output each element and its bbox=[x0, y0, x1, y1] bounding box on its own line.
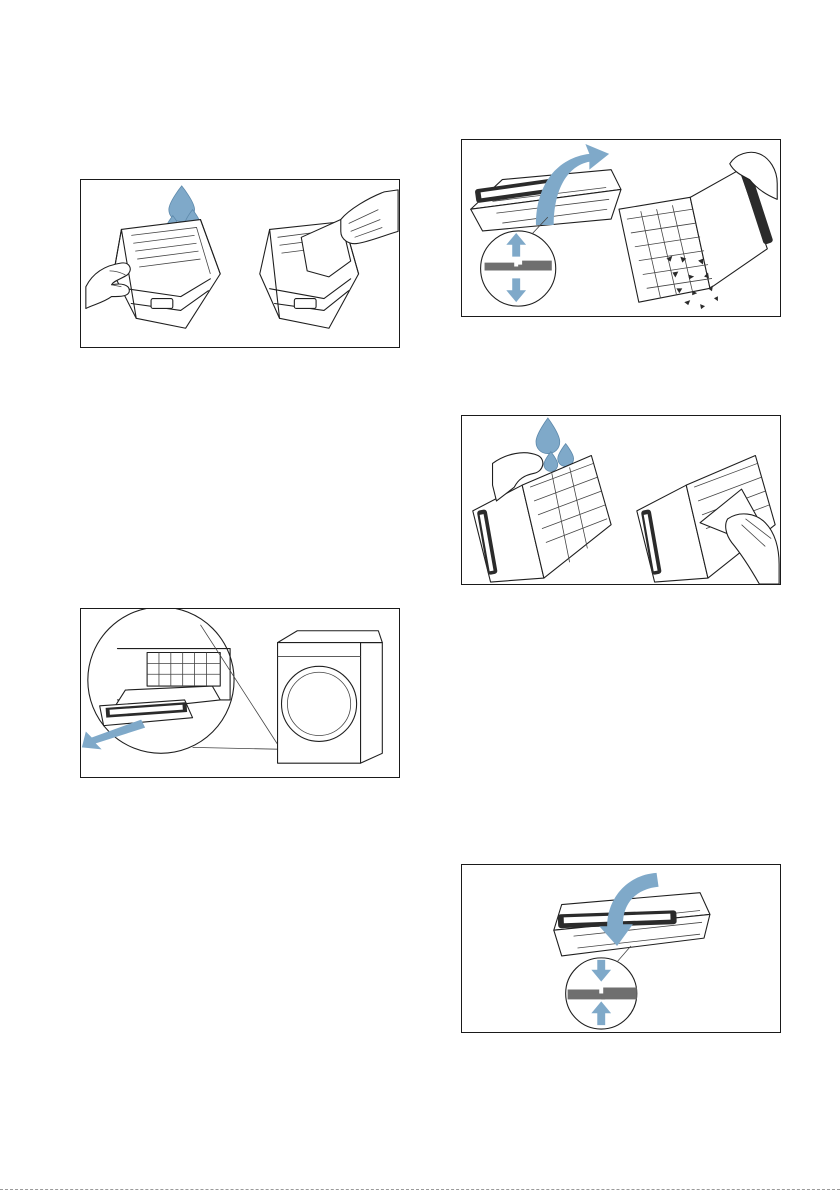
filter-insert-rinse-drawing bbox=[462, 416, 780, 584]
dryer-and-filter-drawing bbox=[81, 609, 399, 777]
hand-right-icon bbox=[341, 190, 398, 244]
illustration-rinse-filter-insert bbox=[461, 415, 781, 585]
illustration-pull-out-fluff-filter bbox=[80, 608, 400, 778]
latch-detail-circle bbox=[566, 946, 637, 1029]
dryer-machine-icon bbox=[278, 631, 383, 763]
filter-open-drawing bbox=[462, 140, 780, 316]
filter-grille-icon bbox=[147, 652, 220, 686]
fluff-filter bbox=[554, 893, 710, 956]
hand-left-icon bbox=[86, 263, 130, 309]
filter-close-drawing bbox=[462, 865, 780, 1032]
illustration-rinse-filter-container bbox=[80, 179, 400, 348]
illustration-close-filter bbox=[461, 864, 781, 1033]
fluff-filter-right bbox=[619, 167, 773, 303]
footer-rule bbox=[0, 1189, 840, 1190]
illustration-open-filter-remove-fluff bbox=[461, 139, 781, 317]
filter-container-left bbox=[114, 220, 221, 329]
filter-container-drawing bbox=[81, 180, 399, 347]
